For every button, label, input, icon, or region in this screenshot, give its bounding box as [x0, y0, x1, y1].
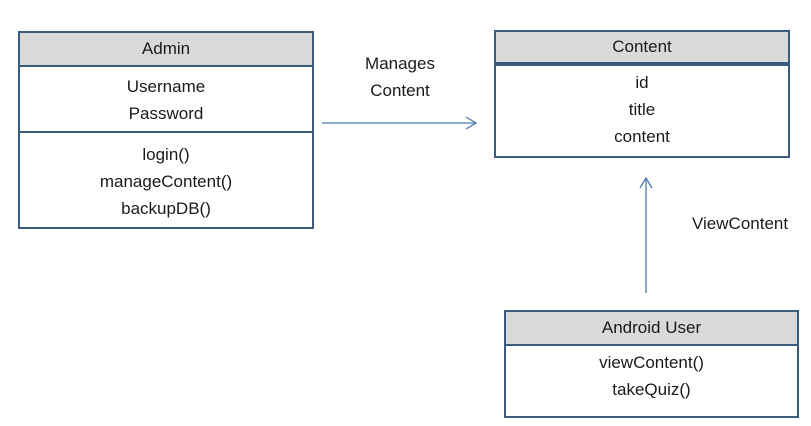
manages-label-line1: Manages — [365, 54, 435, 73]
admin-methods: login() manageContent() backupDB() — [20, 131, 312, 226]
android-user-method: takeQuiz() — [612, 380, 691, 399]
content-class-name: Content — [496, 32, 788, 66]
admin-attribute: Username — [126, 77, 206, 96]
content-attribute: content — [614, 127, 670, 146]
manages-content-label: Manages Content — [355, 50, 445, 104]
view-content-label: ViewContent — [692, 214, 789, 233]
manages-label-line2: Content — [370, 81, 430, 100]
admin-class: Admin Username Password login() manageCo… — [18, 31, 314, 229]
content-class: Content id title content — [494, 30, 790, 158]
manages-arrow — [322, 116, 478, 130]
android-user-methods: viewContent() takeQuiz() — [506, 346, 797, 407]
admin-attributes: Username Password — [20, 67, 312, 131]
android-user-class: Android User viewContent() takeQuiz() — [504, 310, 799, 418]
android-user-method: viewContent() — [599, 353, 704, 372]
admin-class-name: Admin — [20, 33, 312, 67]
admin-method: manageContent() — [99, 172, 233, 191]
admin-attribute: Password — [128, 104, 204, 123]
content-attributes: id title content — [496, 66, 788, 154]
view-content-arrow — [639, 176, 653, 293]
admin-method: backupDB() — [121, 199, 211, 218]
admin-method: login() — [142, 145, 190, 164]
content-attribute: title — [628, 100, 656, 119]
android-user-class-name: Android User — [506, 312, 797, 346]
content-attribute: id — [635, 73, 649, 92]
